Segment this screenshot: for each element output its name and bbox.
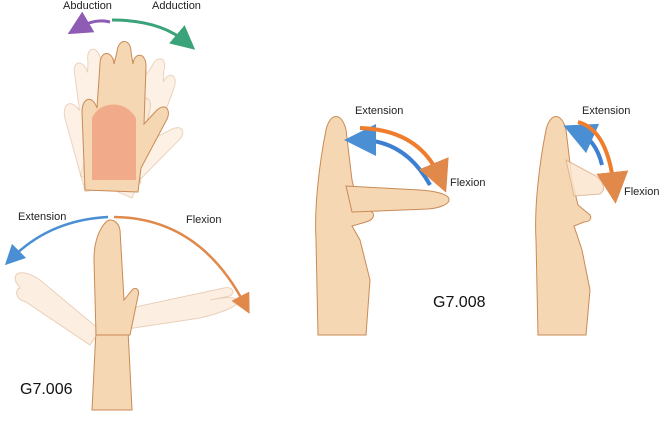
wrist-extension-label: Extension bbox=[18, 211, 67, 223]
thumb-extension-label-a: Extension bbox=[355, 105, 404, 117]
wrist-flexion-label: Flexion bbox=[186, 214, 222, 226]
hand-side-b bbox=[535, 116, 592, 336]
hand-side-a bbox=[315, 116, 375, 336]
thumb-extension-arrow-b bbox=[563, 123, 604, 166]
thumb-extension-label-b: Extension bbox=[582, 105, 631, 117]
thumb-flexion-arrow-b bbox=[577, 120, 629, 204]
thumb-panel-b bbox=[535, 116, 629, 336]
thumb-flexed-a bbox=[345, 185, 450, 213]
thumb-panel-a bbox=[315, 116, 450, 336]
flexion-arrow bbox=[113, 215, 250, 314]
figure-code-g7006: G7.006 bbox=[20, 381, 73, 398]
adduction-label: Adduction bbox=[152, 0, 201, 12]
thumb-flexion-arrow-a bbox=[359, 126, 449, 193]
hand-upright bbox=[93, 219, 139, 336]
abduction-label: Abduction bbox=[63, 0, 112, 12]
hand-extended-ghost bbox=[14, 272, 101, 346]
extension-arrow bbox=[4, 215, 109, 266]
figure-code-g7008: G7.008 bbox=[433, 294, 486, 311]
wrist-abduction-panel bbox=[63, 11, 196, 199]
abduction-arrow bbox=[67, 11, 111, 35]
hand-neutral bbox=[81, 41, 169, 193]
thumb-flexion-label-a: Flexion bbox=[450, 177, 486, 189]
thumb-flexion-label-b: Flexion bbox=[624, 186, 660, 198]
wrist-flexion-panel bbox=[4, 215, 250, 411]
adduction-arrow bbox=[111, 18, 196, 50]
